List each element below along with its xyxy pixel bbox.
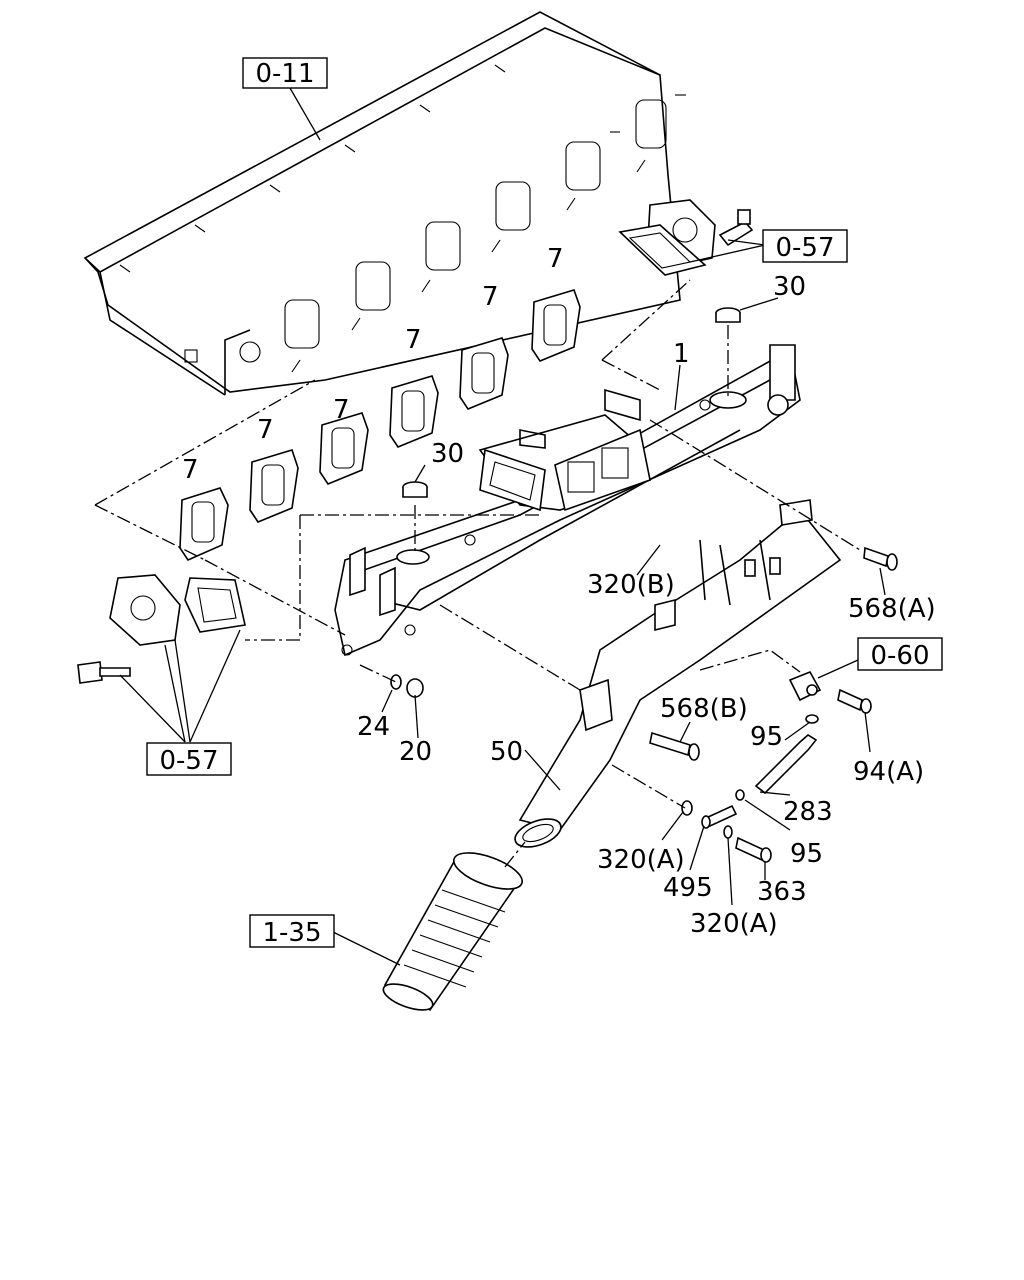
part-label-30[interactable]: 30	[431, 439, 464, 469]
ref-box-0-60[interactable]: 0-60	[857, 637, 943, 671]
egr-cover-left	[77, 574, 246, 684]
reference-boxes: 0-11 0-57 0-60 0-57 1-35	[146, 57, 943, 948]
ref-box-0-11[interactable]: 0-11	[242, 57, 328, 89]
part-label-7[interactable]: 7	[333, 395, 350, 425]
part-label-320a[interactable]: 320(A)	[690, 909, 778, 939]
assembly-lines	[94, 279, 861, 868]
ref-box-0-57-top[interactable]: 0-57	[762, 229, 848, 263]
part-label-24[interactable]: 24	[357, 712, 390, 742]
part-label-568a[interactable]: 568(A)	[848, 594, 936, 624]
leader-lines	[119, 87, 886, 966]
part-label-568b[interactable]: 568(B)	[660, 694, 748, 724]
part-label-283[interactable]: 283	[783, 797, 833, 827]
part-label-30[interactable]: 30	[773, 272, 806, 302]
part-label-7[interactable]: 7	[257, 415, 274, 445]
part-label-94a[interactable]: 94(A)	[853, 757, 924, 787]
part-label-320a[interactable]: 320(A)	[597, 845, 685, 875]
egr-cover-top	[618, 199, 754, 276]
ref-box-0-57-bottom[interactable]: 0-57	[146, 742, 232, 776]
part-label-320b[interactable]: 320(B)	[587, 570, 675, 600]
svg-text:0-57: 0-57	[159, 746, 218, 776]
svg-text:0-57: 0-57	[775, 233, 834, 263]
part-label-1[interactable]: 1	[673, 339, 690, 369]
part-label-7[interactable]: 7	[482, 282, 499, 312]
part-label-7[interactable]: 7	[547, 244, 564, 274]
svg-text:0-11: 0-11	[255, 59, 314, 89]
part-label-495[interactable]: 495	[663, 873, 713, 903]
part-label-7[interactable]: 7	[182, 455, 199, 485]
ref-box-1-35[interactable]: 1-35	[249, 914, 335, 948]
part-label-50[interactable]: 50	[490, 737, 523, 767]
manifold-gaskets	[179, 289, 581, 562]
exhaust-manifold	[334, 344, 801, 657]
part-label-363[interactable]: 363	[757, 877, 807, 907]
part-label-95[interactable]: 95	[790, 839, 823, 869]
svg-text:0-60: 0-60	[870, 641, 929, 671]
cylinder-head	[83, 11, 686, 396]
part-labels: 7 7 7 7 7 7 30 30 1 320(B) 568(A) 568(B)…	[182, 244, 936, 939]
part-label-7[interactable]: 7	[405, 325, 422, 355]
small-parts	[390, 307, 898, 863]
flexible-hose	[382, 852, 523, 1012]
part-label-20[interactable]: 20	[399, 737, 432, 767]
exhaust-pipe	[514, 499, 842, 848]
part-label-95[interactable]: 95	[750, 722, 783, 752]
svg-text:1-35: 1-35	[262, 918, 321, 948]
